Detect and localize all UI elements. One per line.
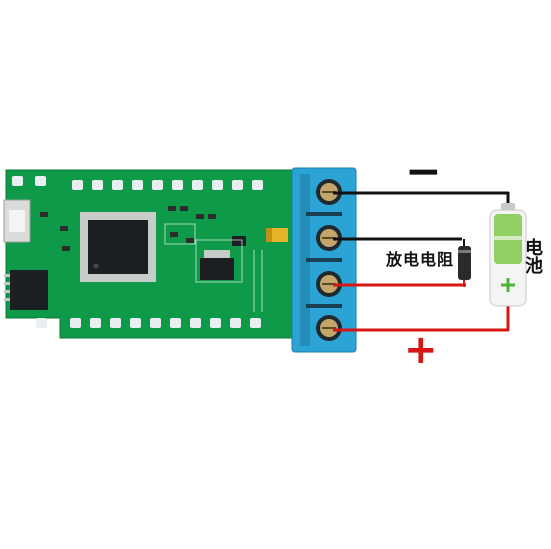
push-button-icon (3, 199, 31, 243)
soic-chip-icon (4, 270, 48, 310)
resistor-label: 放电电阻 (386, 250, 455, 269)
qfp-chip-icon (80, 212, 156, 282)
resistor-icon (458, 239, 471, 287)
regulator-icon (200, 250, 234, 280)
negative-sign: − (405, 146, 442, 197)
silkscreen-lines (164, 223, 263, 312)
bottom-pads (36, 318, 261, 328)
positive-sign: + (404, 327, 438, 373)
wire-positive (333, 305, 510, 332)
top-pads (12, 176, 263, 190)
pcb-board (3, 169, 301, 339)
battery-icon (489, 203, 527, 307)
passive-components (40, 206, 216, 251)
screw-terminal-icon (316, 315, 342, 341)
battery-label: 电池 (525, 238, 543, 277)
capacitor-icon (266, 228, 288, 242)
transistor-icon (232, 236, 246, 246)
screw-terminal-icon (316, 271, 342, 297)
terminal-block (291, 167, 357, 353)
